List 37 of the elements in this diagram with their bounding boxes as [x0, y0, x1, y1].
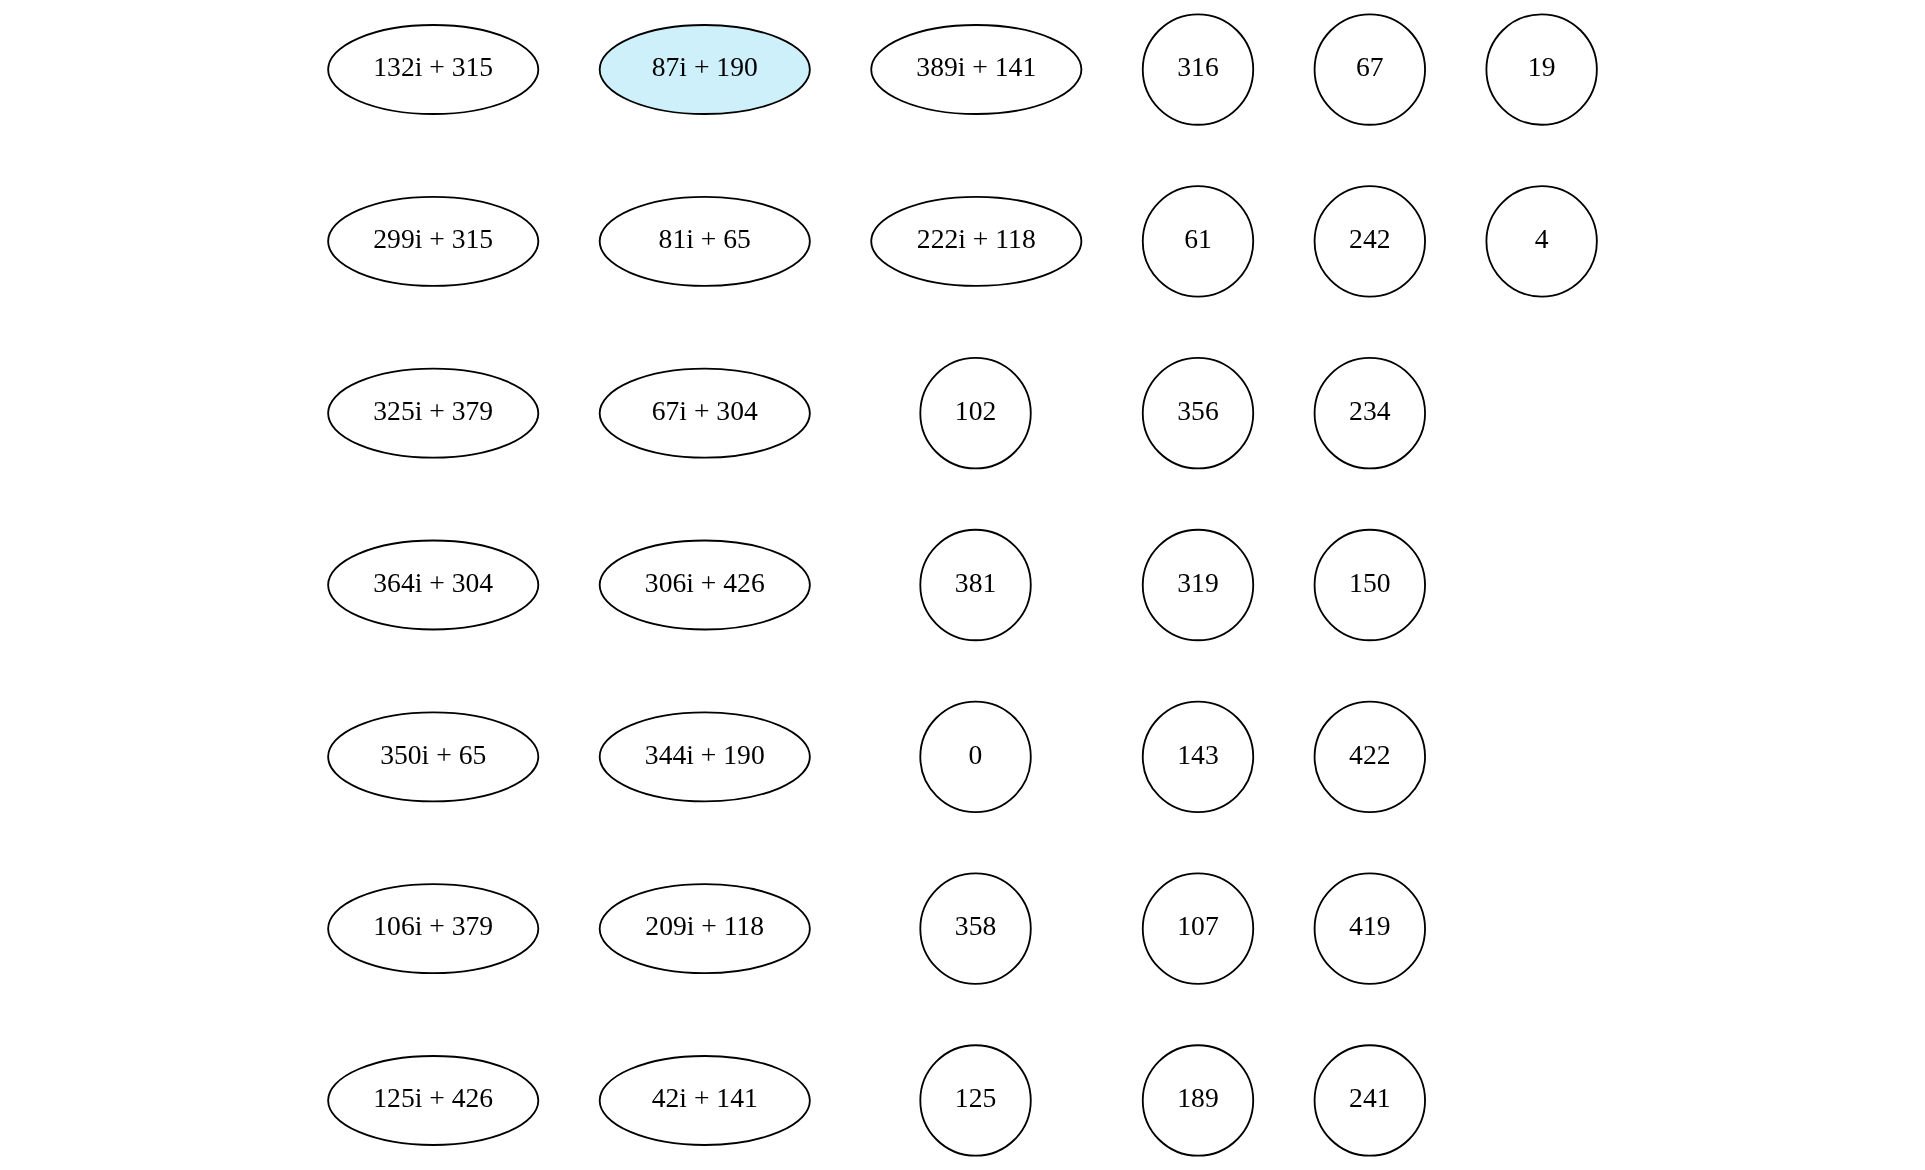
node-ellipse: 350i + 65 — [327, 711, 540, 803]
node-ellipse: 125i + 426 — [327, 1055, 540, 1146]
node-ellipse: 364i + 304 — [327, 539, 540, 631]
node-ellipse: 67i + 304 — [598, 367, 811, 459]
node-ellipse: 106i + 379 — [327, 883, 540, 975]
node-circle: 234 — [1313, 357, 1426, 470]
node-circle: 241 — [1313, 1044, 1426, 1157]
node-ellipse: 389i + 141 — [870, 24, 1083, 115]
node-circle: 316 — [1141, 13, 1255, 126]
node-ellipse: 81i + 65 — [598, 195, 811, 287]
node-circle: 381 — [919, 528, 1032, 642]
node-ellipse: 299i + 315 — [327, 195, 540, 287]
node-circle: 358 — [919, 872, 1032, 985]
node-ellipse: 344i + 190 — [598, 711, 811, 803]
node-circle: 189 — [1141, 1044, 1255, 1157]
node-circle: 4 — [1485, 185, 1598, 298]
node-ellipse: 222i + 118 — [870, 195, 1083, 287]
node-ellipse: 87i + 190 — [598, 24, 811, 115]
node-circle: 102 — [919, 357, 1032, 470]
node-ellipse: 42i + 141 — [598, 1055, 811, 1146]
node-circle: 19 — [1485, 13, 1598, 126]
node-ellipse: 306i + 426 — [598, 539, 811, 631]
node-ellipse: 325i + 379 — [327, 367, 540, 459]
node-circle: 422 — [1313, 700, 1426, 813]
node-circle: 61 — [1141, 185, 1255, 298]
node-circle: 107 — [1141, 872, 1255, 985]
node-circle: 67 — [1313, 13, 1426, 126]
node-circle: 419 — [1313, 872, 1426, 985]
node-circle: 125 — [919, 1044, 1032, 1157]
node-circle: 356 — [1141, 357, 1255, 470]
node-ellipse: 132i + 315 — [327, 24, 540, 115]
node-circle: 319 — [1141, 528, 1255, 642]
node-ellipse: 209i + 118 — [598, 883, 811, 975]
node-circle: 150 — [1313, 528, 1426, 642]
node-circle: 143 — [1141, 700, 1255, 813]
node-circle: 0 — [919, 700, 1032, 813]
node-circle: 242 — [1313, 185, 1426, 298]
